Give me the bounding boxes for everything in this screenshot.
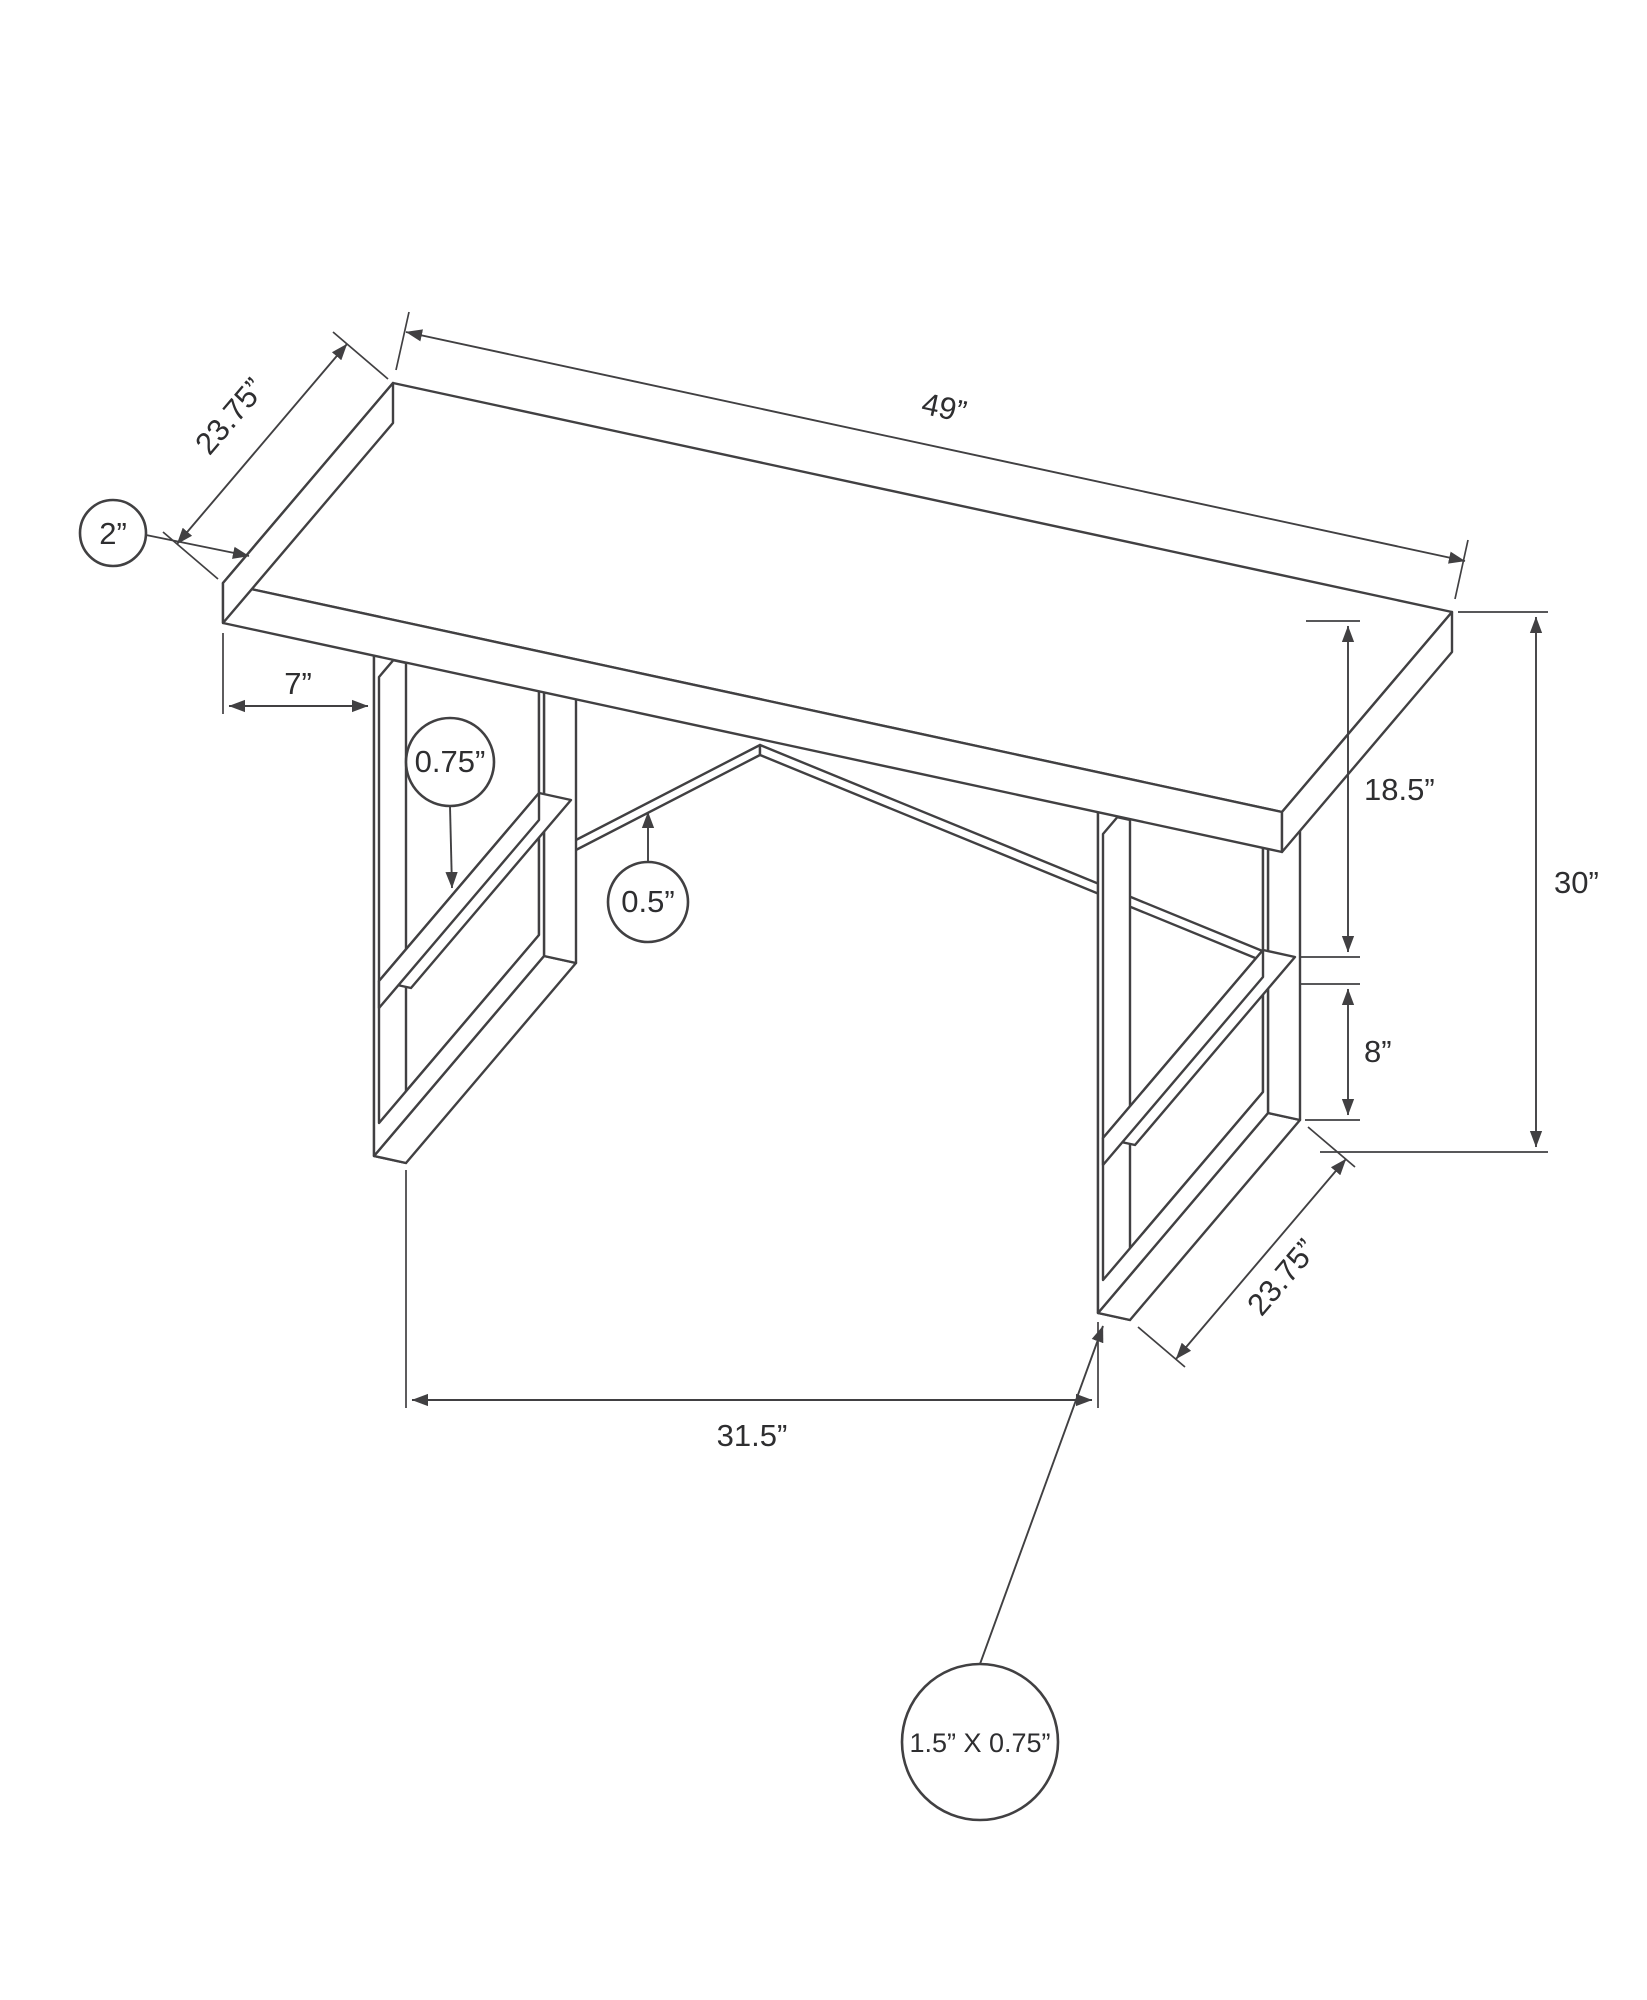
dim-leg-depth-label: 23.75” [1240, 1232, 1324, 1322]
desk-top-right-edge [1280, 610, 1454, 854]
callout-shelf-thickness: 0.75” [404, 716, 496, 889]
dim-shelf-to-floor: 8” [1299, 983, 1392, 1121]
dim-leg-inset-label: 7” [284, 666, 312, 701]
dim-top-to-shelf-label: 18.5” [1364, 772, 1435, 807]
dimension-annotations: 49” 23.75” 2” 7” 0.75” [78, 311, 1599, 1822]
callout-shelf-thickness-label: 0.75” [415, 744, 486, 779]
dim-top-to-shelf: 18.5” [1299, 620, 1435, 958]
desk-drawing [221, 381, 1454, 1322]
callout-brace-thickness: 0.5” [606, 811, 690, 944]
callout-tube-size-label: 1.5” X 0.75” [909, 1728, 1050, 1758]
callout-top-thickness-label: 2” [99, 516, 127, 551]
dim-overall-height: 30” [1320, 611, 1599, 1153]
callout-brace-thickness-label: 0.5” [621, 884, 674, 919]
cross-braces [539, 743, 1267, 964]
callout-tube-size: 1.5” X 0.75” [900, 1325, 1104, 1822]
dim-leg-span-label: 31.5” [717, 1418, 788, 1453]
callout-circle-top-thickness [78, 498, 148, 568]
dim-shelf-to-floor-label: 8” [1364, 1034, 1392, 1069]
dim-top-length-label: 49” [919, 386, 970, 430]
callout-top-thickness: 2” [78, 498, 250, 568]
dim-overall-height-label: 30” [1554, 865, 1599, 900]
dim-leg-inset: 7” [222, 633, 375, 714]
dim-leg-span: 31.5” [405, 1170, 1099, 1453]
